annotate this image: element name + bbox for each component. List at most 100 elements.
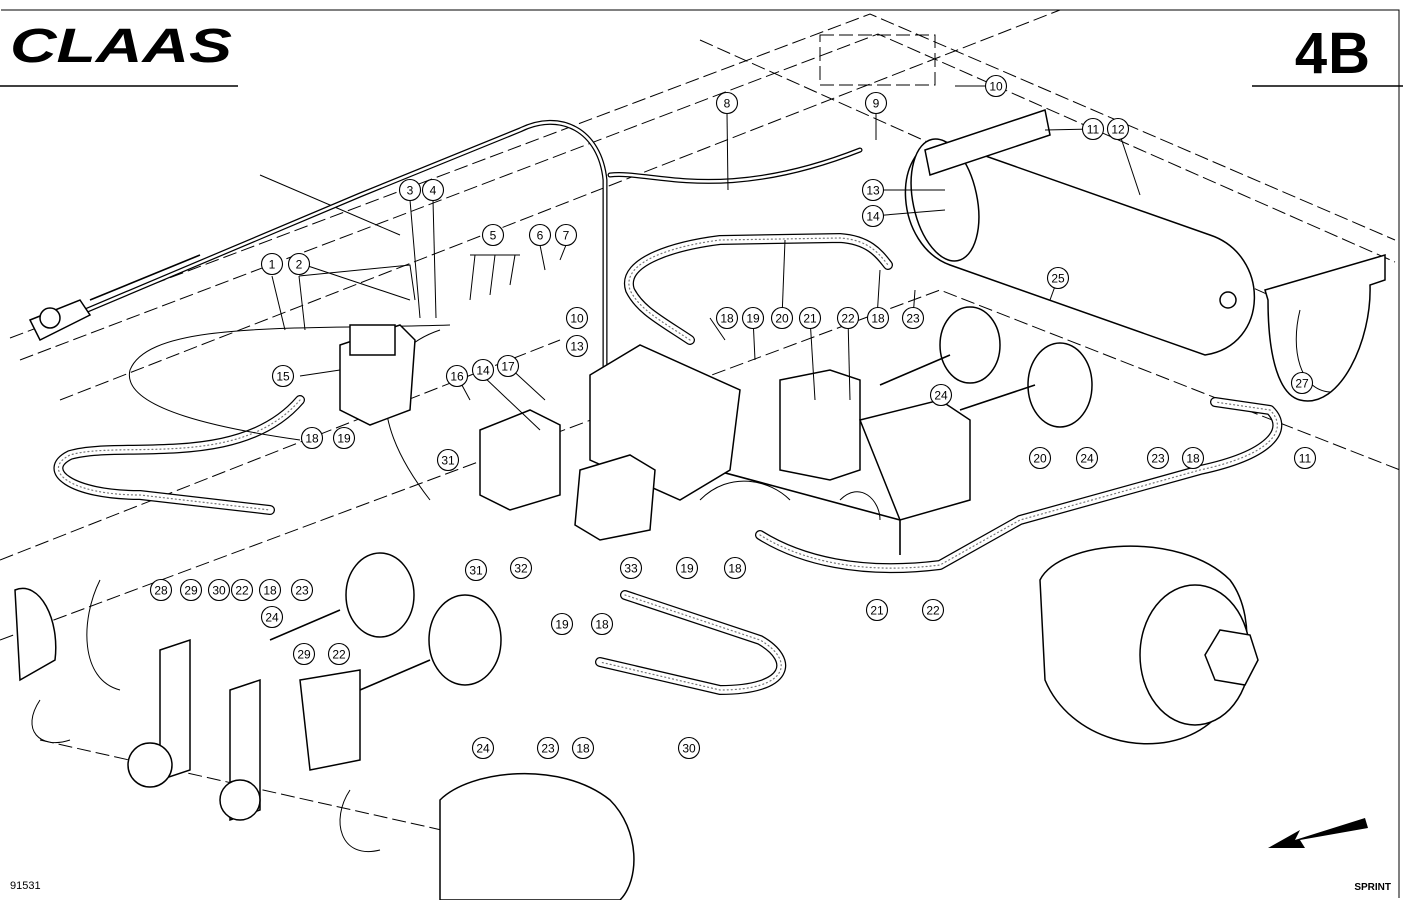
callout-c30b: 30 (677, 736, 701, 760)
callout-label: 30 (682, 742, 696, 756)
frame-border (1, 9, 1400, 898)
callout-circle (984, 74, 1008, 98)
callout-label: 24 (934, 389, 948, 403)
callout-circle (290, 578, 314, 602)
callout-label: 25 (1051, 272, 1065, 286)
callout-label: 10 (570, 312, 584, 326)
brake-chambers (269, 306, 1093, 691)
callout-label: 20 (1033, 452, 1047, 466)
callout-circle (327, 642, 351, 666)
callout-circle (207, 578, 231, 602)
callout-label: 19 (746, 312, 760, 326)
claas-logo: CLAAS (8, 20, 238, 73)
callout-label: 23 (1151, 452, 1165, 466)
callout-circle (565, 334, 589, 358)
callout-circle (481, 223, 505, 247)
callout-circle (715, 91, 739, 115)
callout-c11a: 11 (1081, 117, 1105, 141)
callout-circle (1046, 266, 1070, 290)
callout-label: 23 (295, 584, 309, 598)
callout-label: 8 (724, 97, 731, 111)
callout-c19b: 19 (741, 306, 765, 330)
callout-label: 13 (866, 184, 880, 198)
callout-label: 23 (541, 742, 555, 756)
callout-circle (554, 223, 578, 247)
callout-label: 19 (337, 432, 351, 446)
callout-circle (471, 736, 495, 760)
callout-c16: 16 (445, 364, 469, 388)
callout-c28: 28 (149, 578, 173, 602)
callout-label: 18 (305, 432, 319, 446)
callout-c18e: 18 (258, 578, 282, 602)
callout-label: 22 (926, 604, 940, 618)
callout-label: 29 (297, 648, 311, 662)
callout-circle (436, 448, 460, 472)
callout-circle (861, 204, 885, 228)
callout-circle (619, 556, 643, 580)
callout-circle (590, 612, 614, 636)
callout-c15: 15 (271, 364, 295, 388)
callout-circle (471, 358, 495, 382)
callout-circle (1028, 446, 1052, 470)
callout-c18g: 18 (590, 612, 614, 636)
callout-circle (723, 556, 747, 580)
callout-c18h: 18 (571, 736, 595, 760)
callout-label: 13 (570, 340, 584, 354)
callout-label: 22 (841, 312, 855, 326)
callout-label: 2 (296, 258, 303, 272)
callout-circle (300, 426, 324, 450)
callout-c29a: 29 (179, 578, 203, 602)
callout-label: 16 (450, 370, 464, 384)
callout-circle (677, 736, 701, 760)
callout-c18d: 18 (1181, 446, 1205, 470)
callout-circle (260, 605, 284, 629)
callout-circle (1075, 446, 1099, 470)
callout-circle (866, 306, 890, 330)
callout-label: 21 (870, 604, 884, 618)
axle-hubs (14, 480, 1259, 900)
callout-c13a: 13 (861, 178, 885, 202)
callout-circle (496, 354, 520, 378)
callout-c23c: 23 (290, 578, 314, 602)
callout-c24a: 24 (929, 383, 953, 407)
callout-c1: 1 (260, 252, 284, 276)
callout-label: 7 (563, 229, 570, 243)
callout-c21a: 21 (798, 306, 822, 330)
callout-circle (836, 306, 860, 330)
callout-c24b: 24 (1075, 446, 1099, 470)
callout-c24d: 24 (471, 736, 495, 760)
callout-circle (565, 306, 589, 330)
valve-block (339, 324, 741, 541)
callout-circle (865, 598, 889, 622)
callout-label: 24 (1080, 452, 1094, 466)
callout-label: 30 (212, 584, 226, 598)
callout-c19d: 19 (550, 612, 574, 636)
callout-circle (445, 364, 469, 388)
callout-circle (864, 91, 888, 115)
callout-circle (292, 642, 316, 666)
callout-label: 18 (263, 584, 277, 598)
callout-c18a: 18 (300, 426, 324, 450)
callout-label: 32 (514, 562, 528, 576)
callout-c18f: 18 (723, 556, 747, 580)
callout-c21b: 21 (865, 598, 889, 622)
callout-circle (571, 736, 595, 760)
callout-circle (861, 178, 885, 202)
callout-circle (929, 383, 953, 407)
drawing-number: 91531 (10, 880, 41, 892)
left-down-arrow-icon (1268, 818, 1368, 848)
callout-circle (901, 306, 925, 330)
callout-label: 17 (501, 360, 515, 374)
callout-label: 31 (469, 564, 483, 578)
callout-circle (258, 578, 282, 602)
callout-circle (715, 306, 739, 330)
callout-label: 12 (1111, 123, 1125, 137)
callout-label: 18 (871, 312, 885, 326)
callout-c24c: 24 (260, 605, 284, 629)
callout-circle (1290, 371, 1314, 395)
callout-label: 18 (1186, 452, 1200, 466)
callout-c7: 7 (554, 223, 578, 247)
callout-circle (149, 578, 173, 602)
callout-c3: 3 (398, 178, 422, 202)
hose-lines (53, 233, 1283, 695)
